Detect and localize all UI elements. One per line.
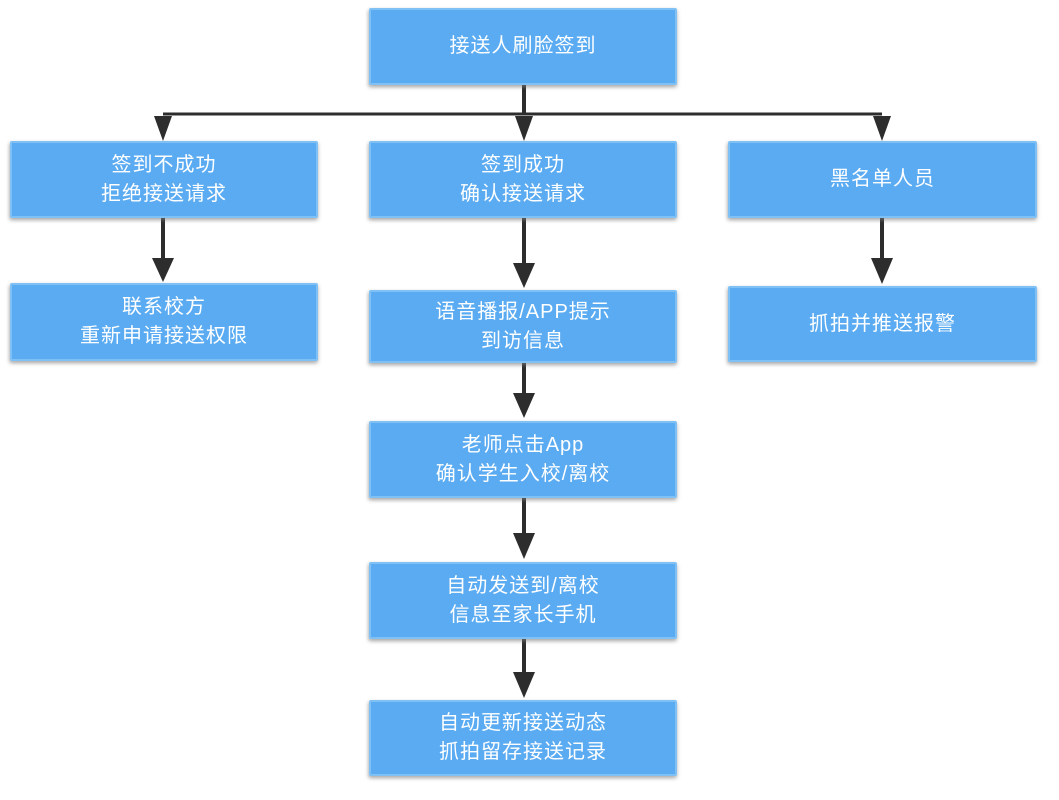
node-text-line: 自动更新接送动态: [439, 712, 607, 734]
node-text-line: 信息至家长手机: [449, 603, 597, 626]
node-text-line: 签到成功: [481, 153, 565, 176]
node-text-line: 语音播报/APP提示: [435, 300, 611, 323]
flow-node-success: 签到成功 确认接送请求: [369, 141, 677, 218]
connector-teacher-to-notify: [513, 498, 535, 559]
flow-node-start: 接送人刷脸签到: [369, 8, 677, 85]
flow-node-teacher: 老师点击App 确认学生入校/离校: [369, 421, 677, 498]
node-text-line: 接送人刷脸签到: [449, 35, 597, 57]
flow-node-notify: 自动发送到/离校 信息至家长手机: [369, 562, 677, 639]
flow-node-record: 自动更新接送动态 抓拍留存接送记录: [369, 700, 677, 776]
flow-node-alarm: 抓拍并推送报警: [728, 286, 1037, 362]
node-text-line: 抓拍留存接送记录: [439, 741, 607, 763]
node-text-line: 抓拍并推送报警: [809, 312, 956, 335]
connector-blacklist-to-alarm: [871, 218, 893, 284]
node-text-line: 到访信息: [481, 329, 565, 352]
node-text-line: 拒绝接送请求: [101, 182, 227, 205]
connector-start-to-branches: [154, 85, 891, 141]
connector-broadcast-to-teacher: [513, 363, 535, 418]
node-text-line: 签到不成功: [111, 153, 217, 176]
node-text-line: 确认接送请求: [460, 182, 586, 205]
flow-node-contact: 联系校方 重新申请接送权限: [10, 283, 318, 361]
node-text-line: 黑名单人员: [830, 168, 935, 190]
flow-node-fail: 签到不成功 拒绝接送请求: [10, 141, 318, 218]
flow-node-broadcast: 语音播报/APP提示 到访信息: [369, 290, 677, 363]
flow-node-blacklist: 黑名单人员: [728, 141, 1037, 218]
node-text-line: 联系校方: [122, 296, 206, 318]
connector-fail-to-contact: [152, 218, 174, 282]
node-text-line: 重新申请接送权限: [80, 325, 248, 347]
node-text-line: 确认学生入校/离校: [435, 462, 611, 485]
connector-notify-to-record: [513, 639, 535, 698]
node-text-line: 老师点击App: [461, 433, 585, 456]
connector-success-to-broadcast: [513, 218, 535, 288]
node-text-line: 自动发送到/离校: [446, 574, 600, 597]
